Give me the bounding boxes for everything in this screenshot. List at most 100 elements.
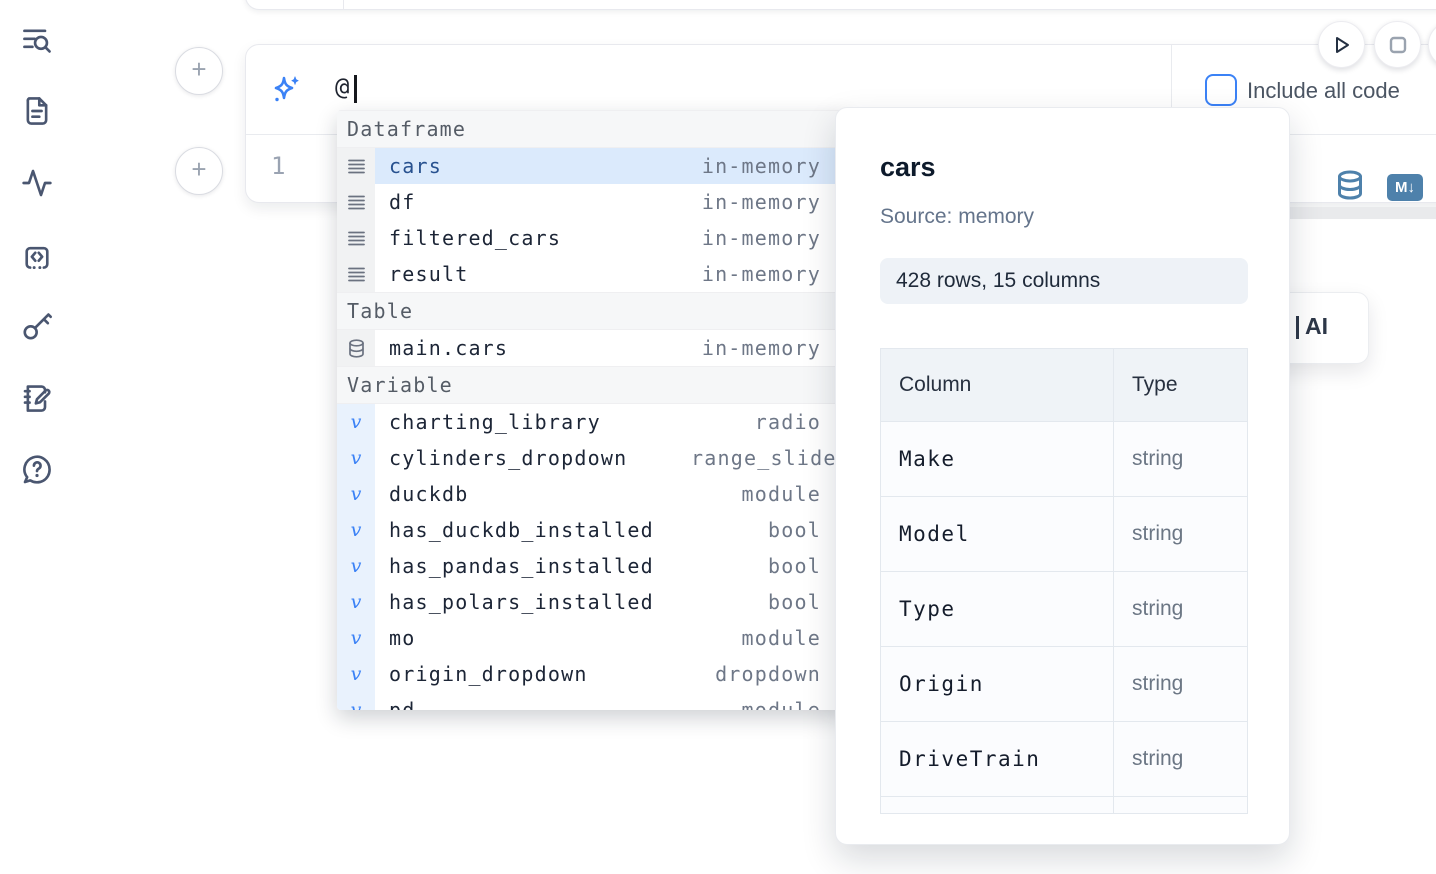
- autocomplete-item-has_duckdb_installed[interactable]: v has_duckdb_installed bool: [337, 512, 847, 548]
- autocomplete-item-result[interactable]: result in-memory: [337, 256, 847, 292]
- item-name: main.cars: [389, 336, 509, 360]
- sql-cell-icon[interactable]: [1334, 169, 1366, 201]
- schema-row-Origin: Origin string: [881, 647, 1247, 722]
- item-type: in-memory: [701, 226, 821, 250]
- item-name: duckdb: [389, 482, 469, 506]
- item-type: radio: [754, 410, 821, 434]
- item-type: bool: [768, 590, 821, 614]
- variable-item-icon: v: [337, 440, 375, 476]
- ai-prompt-input[interactable]: @: [335, 73, 350, 101]
- editor-line-number: 1: [271, 152, 286, 180]
- schema-row-Model: Model string: [881, 497, 1247, 572]
- variable-item-icon: v: [337, 656, 375, 692]
- schema-column-type: string: [1132, 597, 1184, 620]
- scratchpad-icon[interactable]: [21, 382, 53, 414]
- prompt-options-divider: [1171, 45, 1172, 134]
- autocomplete-item-filtered_cars[interactable]: filtered_cars in-memory: [337, 220, 847, 256]
- item-name: result: [389, 262, 469, 286]
- key-icon[interactable]: [21, 310, 53, 342]
- item-name: charting_library: [389, 410, 601, 434]
- schema-row-partial: [881, 797, 1247, 813]
- activity-icon[interactable]: [21, 167, 53, 199]
- item-name: df: [389, 190, 416, 214]
- variable-item-icon: v: [337, 620, 375, 656]
- autocomplete-section-header: Table: [337, 292, 847, 330]
- item-name: cars: [389, 154, 442, 178]
- run-cell-button[interactable]: [1318, 21, 1365, 68]
- item-type: in-memory: [701, 262, 821, 286]
- previous-cell-divider: [343, 0, 344, 9]
- autocomplete-section-header: Dataframe: [337, 110, 847, 148]
- schema-column-name: Origin: [881, 647, 1114, 721]
- variable-item-icon: v: [337, 548, 375, 584]
- item-name: has_polars_installed: [389, 590, 654, 614]
- include-all-code-checkbox[interactable]: [1205, 74, 1237, 106]
- schema-column-name: Model: [881, 497, 1114, 571]
- ai-card-label: AI: [1305, 313, 1328, 339]
- dataframe-item-icon: [337, 184, 375, 220]
- item-type: module: [741, 626, 821, 650]
- preview-shape-badge: 428 rows, 15 columns: [880, 258, 1248, 304]
- dataframe-item-icon: [337, 148, 375, 184]
- ai-sparkle-icon: [269, 73, 303, 107]
- help-chat-icon[interactable]: [21, 454, 53, 486]
- schema-header-type: Type: [1132, 373, 1178, 396]
- ai-card-clipped-letter: [1296, 316, 1299, 339]
- item-type: in-memory: [701, 336, 821, 360]
- autocomplete-item-charting_library[interactable]: v charting_library radio: [337, 404, 847, 440]
- item-name: has_duckdb_installed: [389, 518, 654, 542]
- item-type: dropdown: [715, 662, 821, 686]
- variable-item-icon: v: [337, 404, 375, 440]
- dataframe-item-icon: [337, 220, 375, 256]
- schema-header-row: Column Type: [881, 349, 1247, 422]
- table-item-icon: [337, 330, 375, 366]
- autocomplete-item-cars[interactable]: cars in-memory: [337, 148, 847, 184]
- schema-column-name: Type: [881, 572, 1114, 646]
- schema-column-name: Make: [881, 422, 1114, 496]
- markdown-cell-icon[interactable]: M↓: [1387, 174, 1423, 201]
- previous-cell: [245, 0, 1436, 10]
- variable-item-icon: v: [337, 584, 375, 620]
- autocomplete-section-header: Variable: [337, 366, 847, 404]
- schema-column-type: string: [1132, 522, 1184, 545]
- add-cell-button-top[interactable]: +: [175, 47, 223, 95]
- schema-header-column: Column: [881, 349, 1114, 421]
- add-cell-button-bottom[interactable]: +: [175, 147, 223, 195]
- autocomplete-item-cylinders_dropdown[interactable]: v cylinders_dropdown range_slider: [337, 440, 847, 476]
- autocomplete-item-has_polars_installed[interactable]: v has_polars_installed bool: [337, 584, 847, 620]
- schema-row-DriveTrain: DriveTrain string: [881, 722, 1247, 797]
- item-type: in-memory: [701, 154, 821, 178]
- item-name: filtered_cars: [389, 226, 562, 250]
- variable-item-icon: v: [337, 512, 375, 548]
- stop-cell-button[interactable]: [1374, 21, 1421, 68]
- item-name: has_pandas_installed: [389, 554, 654, 578]
- text-cursor: [354, 75, 357, 103]
- file-document-icon[interactable]: [21, 95, 53, 127]
- item-name: mo: [389, 626, 416, 650]
- snippets-icon[interactable]: [21, 239, 53, 271]
- item-name: cylinders_dropdown: [389, 446, 628, 470]
- item-type: module: [741, 482, 821, 506]
- toc-search-icon[interactable]: [21, 24, 53, 56]
- autocomplete-item-main.cars[interactable]: main.cars in-memory: [337, 330, 847, 366]
- schema-column-type: string: [1132, 747, 1184, 770]
- schema-column-name: DriveTrain: [881, 722, 1114, 796]
- autocomplete-item-has_pandas_installed[interactable]: v has_pandas_installed bool: [337, 548, 847, 584]
- item-type: module: [741, 698, 821, 710]
- schema-row-Make: Make string: [881, 422, 1247, 497]
- preview-source: Source: memory: [880, 205, 1035, 228]
- schema-column-type: string: [1132, 672, 1184, 695]
- item-type: bool: [768, 554, 821, 578]
- item-type: range_slider: [691, 446, 847, 470]
- item-type: bool: [768, 518, 821, 542]
- variable-item-icon: v: [337, 692, 375, 710]
- schema-column-type: string: [1132, 447, 1184, 470]
